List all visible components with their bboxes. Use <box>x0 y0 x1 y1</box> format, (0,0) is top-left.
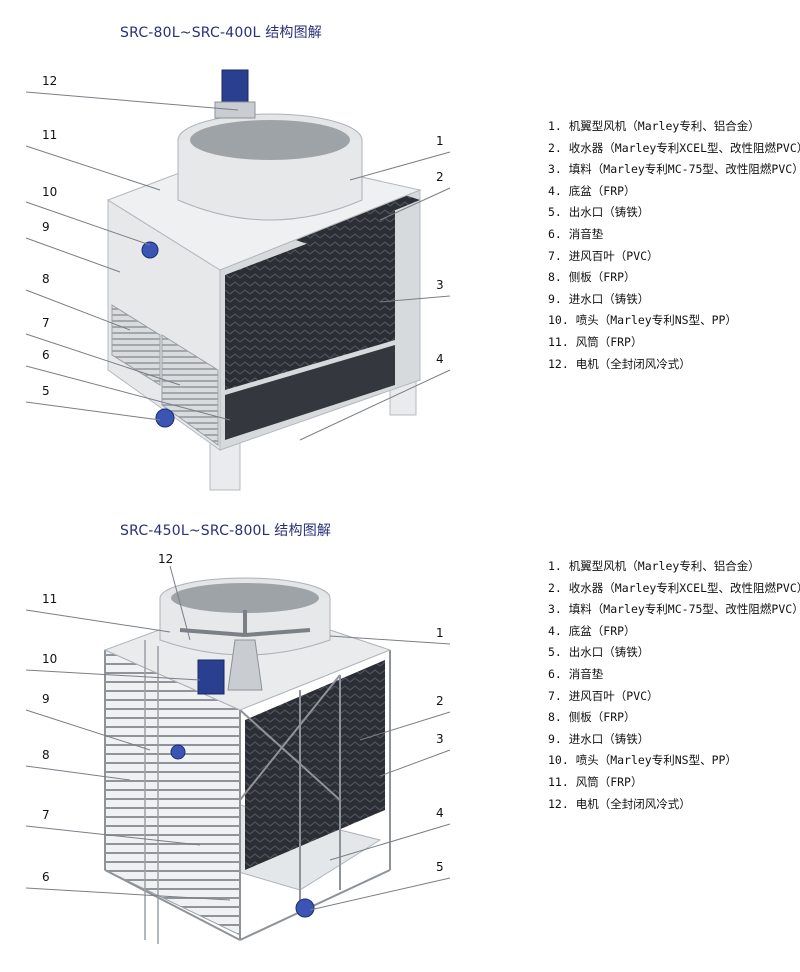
legend-item: 7. 进风百叶（PVC） <box>548 686 798 708</box>
cooling-tower-small-drawing <box>0 40 540 510</box>
callout-8: 8 <box>42 272 50 286</box>
callout-12: 12 <box>158 552 173 566</box>
legend-item: 10. 喷头（Marley专利NS型、PP） <box>548 750 798 772</box>
legend-item: 11. 风筒（FRP） <box>548 772 798 794</box>
callout-4: 4 <box>436 352 444 366</box>
legend-item: 3. 填料（Marley专利MC-75型、改性阻燃PVC） <box>548 159 798 181</box>
callout-6: 6 <box>42 870 50 884</box>
legend-item: 10. 喷头（Marley专利NS型、PP） <box>548 310 798 332</box>
callout-1: 1 <box>436 626 444 640</box>
legend-item: 3. 填料（Marley专利MC-75型、改性阻燃PVC） <box>548 599 798 621</box>
callout-6: 6 <box>42 348 50 362</box>
legend-item: 2. 收水器（Marley专利XCEL型、改性阻燃PVC） <box>548 578 798 600</box>
legend-item: 6. 消音垫 <box>548 224 798 246</box>
callout-8: 8 <box>42 748 50 762</box>
callout-10: 10 <box>42 652 57 666</box>
callout-4: 4 <box>436 806 444 820</box>
diagram2-illustration: 12 11 10 9 8 7 6 1 2 3 4 5 <box>0 540 540 972</box>
legend-item: 1. 机翼型风机（Marley专利、铝合金） <box>548 116 798 138</box>
legend-item: 1. 机翼型风机（Marley专利、铝合金） <box>548 556 798 578</box>
legend-item: 5. 出水口（铸铁） <box>548 642 798 664</box>
legend-item: 7. 进风百叶（PVC） <box>548 246 798 268</box>
callout-2: 2 <box>436 694 444 708</box>
diagram1-illustration: 12 11 10 9 8 7 6 5 1 2 3 4 <box>0 40 540 510</box>
callout-11: 11 <box>42 592 57 606</box>
legend-item: 9. 进水口（铸铁） <box>548 289 798 311</box>
legend-item: 4. 底盆（FRP） <box>548 181 798 203</box>
legend-item: 6. 消音垫 <box>548 664 798 686</box>
callout-5: 5 <box>42 384 50 398</box>
callout-7: 7 <box>42 316 50 330</box>
legend-item: 11. 风筒（FRP） <box>548 332 798 354</box>
cooling-tower-large-drawing <box>0 540 540 972</box>
callout-7: 7 <box>42 808 50 822</box>
callout-5: 5 <box>436 860 444 874</box>
callout-3: 3 <box>436 732 444 746</box>
callout-9: 9 <box>42 692 50 706</box>
callout-1: 1 <box>436 134 444 148</box>
legend-item: 2. 收水器（Marley专利XCEL型、改性阻燃PVC） <box>548 138 798 160</box>
legend-item: 12. 电机（全封闭风冷式） <box>548 794 798 816</box>
legend-item: 8. 侧板（FRP） <box>548 267 798 289</box>
diagram1-legend: 1. 机翼型风机（Marley专利、铝合金） 2. 收水器（Marley专利XC… <box>548 116 798 375</box>
callout-12: 12 <box>42 74 57 88</box>
diagram1-title: SRC-80L~SRC-400L 结构图解 <box>120 22 322 42</box>
callout-2: 2 <box>436 170 444 184</box>
legend-item: 8. 侧板（FRP） <box>548 707 798 729</box>
legend-item: 5. 出水口（铸铁） <box>548 202 798 224</box>
callout-11: 11 <box>42 128 57 142</box>
diagram2-title: SRC-450L~SRC-800L 结构图解 <box>120 520 331 540</box>
diagram2-legend: 1. 机翼型风机（Marley专利、铝合金） 2. 收水器（Marley专利XC… <box>548 556 798 815</box>
legend-item: 4. 底盆（FRP） <box>548 621 798 643</box>
legend-item: 12. 电机（全封闭风冷式） <box>548 354 798 376</box>
callout-9: 9 <box>42 220 50 234</box>
callout-3: 3 <box>436 278 444 292</box>
callout-10: 10 <box>42 185 57 199</box>
legend-item: 9. 进水口（铸铁） <box>548 729 798 751</box>
